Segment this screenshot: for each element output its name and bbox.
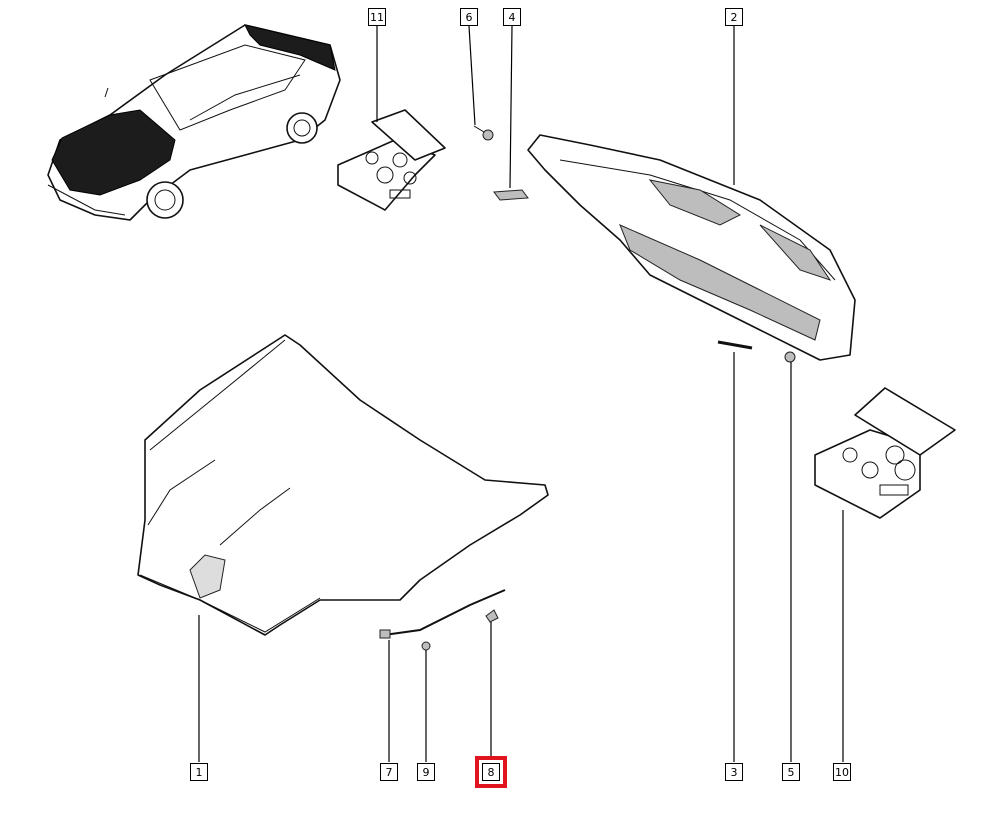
- callout-10[interactable]: 10: [833, 763, 851, 781]
- fastener-kit-box-10: [814, 387, 956, 519]
- vehicle-overview-drawing: [47, 24, 341, 221]
- callout-8-highlighted[interactable]: 8: [475, 756, 507, 788]
- bolt-part-6: [473, 125, 494, 141]
- callout-9[interactable]: 9: [417, 763, 435, 781]
- cable-end-part-7: [379, 629, 391, 639]
- callout-5[interactable]: 5: [782, 763, 800, 781]
- plate-part-4: [493, 189, 529, 201]
- nut-part-9: [421, 641, 431, 651]
- clip-part-5: [784, 351, 796, 363]
- cable-part-7: [383, 589, 506, 636]
- callout-2[interactable]: 2: [725, 8, 743, 26]
- callout-4[interactable]: 4: [503, 8, 521, 26]
- callout-7[interactable]: 7: [380, 763, 398, 781]
- callout-1[interactable]: 1: [190, 763, 208, 781]
- callout-3[interactable]: 3: [725, 763, 743, 781]
- lining-panel-part-2: [527, 134, 856, 361]
- callout-6[interactable]: 6: [460, 8, 478, 26]
- rod-part-3: [717, 340, 753, 350]
- bonnet-part-1: [137, 334, 549, 636]
- leader-lines: [198, 25, 844, 762]
- fastener-kit-box-11: [337, 109, 446, 211]
- clip-part-8: [485, 609, 499, 623]
- callout-11[interactable]: 11: [368, 8, 386, 26]
